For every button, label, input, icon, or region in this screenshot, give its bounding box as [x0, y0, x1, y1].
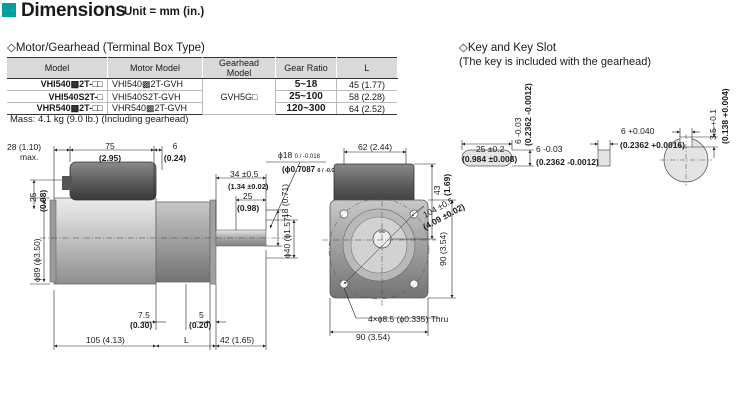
- dim-shaft-dia-in: (ϕ0.7087 0 / -0.0007): [282, 165, 346, 174]
- dim-25v: 25: [28, 192, 38, 202]
- dim-62: 62 (2.44): [358, 142, 392, 152]
- dim-42: 42 (1.65): [220, 335, 254, 345]
- cell-motor-model: VHI540▩2T-GVH: [107, 78, 203, 91]
- dim-89: ϕ89 (ϕ3.50): [32, 238, 42, 282]
- dim-5: 5: [199, 310, 204, 320]
- dim-43-in: (1.69): [442, 174, 452, 196]
- dim-25-in: (0.98): [237, 203, 259, 213]
- key-dim-6-in: (0.2362 -0.0012): [536, 157, 599, 167]
- terminal-box: [69, 161, 157, 201]
- key-drawing: [461, 134, 712, 186]
- cell-motor-model: VHR540▩2T-GVH: [107, 102, 203, 115]
- gearhead-body: [155, 201, 211, 283]
- dim-5-in: (0.20): [189, 320, 211, 330]
- key-top-view: [461, 149, 513, 167]
- spec-table: Model Motor Model Gearhead Model Gear Ra…: [7, 57, 398, 115]
- cell-gearhead-model: GVH5G□: [202, 78, 276, 115]
- dim-7-5-in: (0.30): [130, 320, 152, 330]
- key-dim-25-in: (0.984 ±0.008): [462, 154, 517, 164]
- dim-18: 18 (0.71): [280, 184, 290, 218]
- cell-model: VHR540▩2T-□□: [7, 102, 108, 115]
- motor-body: [53, 197, 157, 285]
- dim-shaft-dia: ϕ18 0 / -0.018: [278, 150, 321, 160]
- dim-25: 25: [243, 191, 253, 201]
- dim-90v: 90 (3.54): [438, 232, 448, 266]
- dim-75-in: (2.95): [99, 153, 121, 163]
- table-row: VHR540▩2T-□□ VHR540▩2T-GVH 120~300 64 (2…: [7, 102, 397, 115]
- unit-label: Unit = mm (in.): [124, 6, 205, 18]
- dim-34: 34 ±0.5: [230, 169, 259, 179]
- cell-model: VHI540▩2T-□□: [7, 78, 108, 91]
- table-row: VHI540▩2T-□□ VHI540▩2T-GVH GVH5G□ 5~18 4…: [7, 78, 397, 115]
- dim-6-in: (0.24): [164, 153, 186, 163]
- dim-6: 6: [173, 141, 178, 151]
- table-row: VHI540S2T-□ VHI540S2T-GVH 25~100 58 (2.2…: [7, 90, 397, 103]
- dim-28-max: max.: [20, 152, 38, 162]
- key-side-view: [597, 149, 611, 167]
- page-title: Dimensions: [21, 0, 126, 21]
- cell-ratio: 25~100: [275, 90, 337, 103]
- th-motor-model: Motor Model: [107, 57, 203, 79]
- dim-holes: 4×ϕ8.5 (ϕ0.335) Thru: [368, 314, 448, 324]
- motor-side-view: [40, 161, 290, 285]
- dim-34-in: (1.34 ±0.02): [228, 182, 269, 191]
- dim-43: 43: [432, 185, 442, 195]
- key-dim-6-slot-in: (0.2362 +0.0016): [620, 140, 685, 150]
- key-section-title: ◇Key and Key Slot: [459, 42, 557, 54]
- th-l: L: [336, 57, 398, 79]
- cell-l: 64 (2.52): [336, 102, 397, 115]
- dim-75: 75: [105, 141, 115, 151]
- motor-section-title: ◇Motor/Gearhead (Terminal Box Type): [7, 42, 205, 54]
- cell-model: VHI540S2T-□: [7, 90, 108, 103]
- key-dim-6-slot: 6 +0.040: [621, 126, 655, 136]
- header-accent-square: [2, 3, 16, 17]
- dim-7-5: 7.5: [138, 310, 150, 320]
- cell-l: 58 (2.28): [336, 90, 397, 103]
- key-section-note: (The key is included with the gearhead): [459, 56, 651, 68]
- cell-ratio: 5~18: [275, 78, 337, 91]
- dim-28: 28 (1.10): [7, 142, 41, 152]
- terminal-box-front: [333, 163, 415, 205]
- dim-25v-in: (0.98): [38, 190, 48, 212]
- dim-105: 105 (4.13): [86, 335, 125, 345]
- mass-note: Mass: 4.1 kg (9.0 lb.) (Including gearhe…: [10, 114, 189, 125]
- dim-l: L: [184, 335, 189, 345]
- key-dim-3-5: 3.5 +0.1: [708, 109, 718, 140]
- th-model: Model: [7, 57, 108, 79]
- mounting-hole: [409, 279, 419, 289]
- key-dim-6v-in: (0.2362 -0.0012): [523, 83, 533, 146]
- key-dim-25: 25 ±0.2: [476, 144, 505, 154]
- th-gear-ratio: Gear Ratio: [275, 57, 337, 79]
- dim-40: ϕ40 (ϕ1.57): [282, 214, 292, 258]
- cell-ratio: 120~300: [275, 102, 337, 115]
- key-dim-6: 6 -0.03: [536, 144, 563, 154]
- cell-motor-model: VHI540S2T-GVH: [107, 90, 203, 103]
- cell-l: 45 (1.77): [336, 78, 397, 91]
- motor-front-view: [322, 163, 436, 306]
- mounting-hole: [339, 209, 349, 219]
- key-dim-6v: 6 -0.03: [513, 117, 523, 144]
- table-header-row: Model Motor Model Gearhead Model Gear Ra…: [7, 57, 398, 79]
- key-dim-3-5-in: (0.138 +0.004): [720, 88, 730, 144]
- dim-90: 90 (3.54): [356, 332, 390, 342]
- th-gearhead-model: Gearhead Model: [202, 57, 276, 79]
